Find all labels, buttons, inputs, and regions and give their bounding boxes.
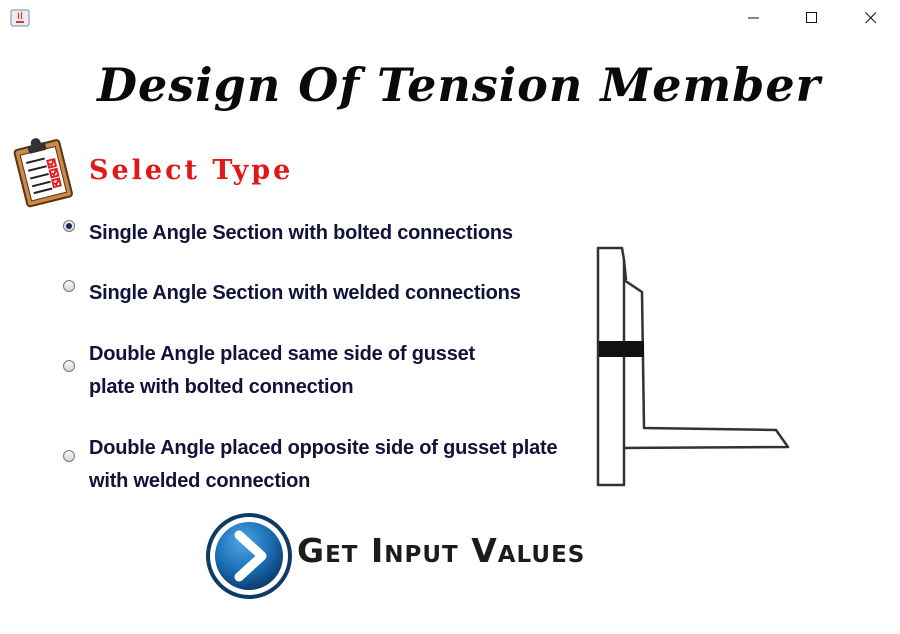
chevron-right-icon[interactable] xyxy=(204,511,294,601)
maximize-button[interactable] xyxy=(783,0,841,36)
option-single-angle-welded-label[interactable]: Single Angle Section with welded connect… xyxy=(89,282,521,304)
page-title: Design Of Tension Member xyxy=(97,58,821,112)
close-button[interactable] xyxy=(842,0,900,36)
close-icon xyxy=(865,12,877,24)
maximize-icon xyxy=(806,12,817,23)
angle-section-diagram xyxy=(590,240,800,490)
java-app-icon xyxy=(10,9,30,27)
radio-double-angle-same-side[interactable] xyxy=(63,360,75,372)
radio-single-angle-bolted[interactable] xyxy=(63,220,75,232)
title-bar xyxy=(0,0,900,36)
clipboard-checklist-icon xyxy=(12,132,76,208)
get-input-values-button[interactable]: Get Input Values xyxy=(297,531,586,570)
select-type-heading: Select Type xyxy=(89,155,294,186)
option-double-angle-opposite-side-label[interactable]: Double Angle placed opposite side of gus… xyxy=(89,437,558,492)
minimize-icon xyxy=(748,17,759,19)
radio-single-angle-welded[interactable] xyxy=(63,280,75,292)
minimize-button[interactable] xyxy=(725,0,783,36)
radio-double-angle-opposite-side[interactable] xyxy=(63,450,75,462)
option-double-angle-same-side-label[interactable]: Double Angle placed same side of gusset … xyxy=(89,343,475,398)
option-single-angle-bolted-label[interactable]: Single Angle Section with bolted connect… xyxy=(89,222,513,244)
